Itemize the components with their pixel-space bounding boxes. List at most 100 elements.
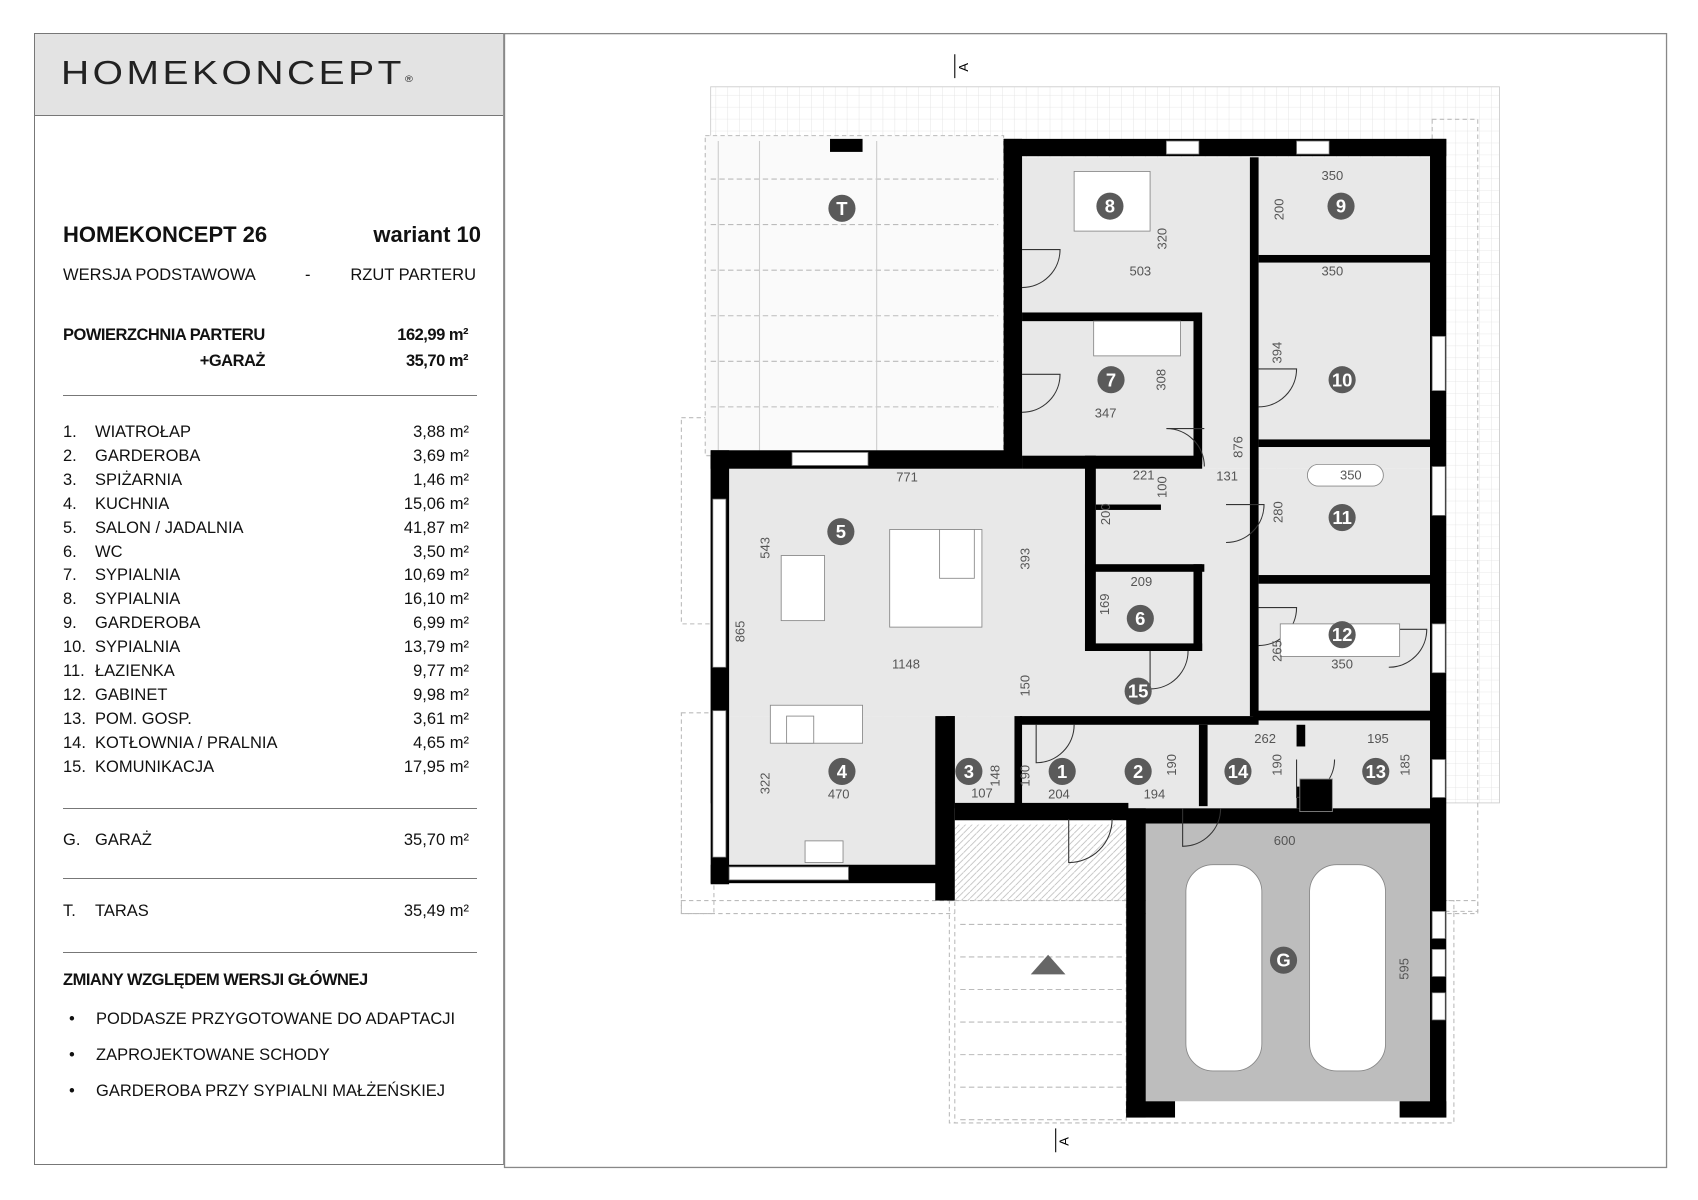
separator: - [305, 266, 311, 284]
door [1258, 368, 1298, 408]
section-markers: A A [954, 54, 1072, 1153]
svg-text:14: 14 [1228, 761, 1249, 782]
svg-text:8: 8 [1105, 196, 1115, 217]
door [1149, 650, 1189, 690]
svg-text:9: 9 [1336, 196, 1346, 217]
window [1431, 759, 1446, 798]
wall [1084, 455, 1096, 651]
door [1226, 503, 1265, 544]
room-row: 13.POM. GOSP.3,61 m² [63, 709, 469, 728]
svg-text:6: 6 [1135, 608, 1145, 629]
furniture [769, 170, 1401, 1072]
window [1431, 911, 1446, 939]
bullet-icon: • [69, 1010, 75, 1028]
svg-text:7: 7 [1106, 369, 1116, 390]
dimension-label: 771 [896, 470, 918, 485]
window [791, 452, 869, 466]
bullet-icon: • [69, 1046, 75, 1064]
dimension-label: 107 [971, 785, 993, 800]
divider [63, 808, 477, 809]
wall [1022, 312, 1202, 322]
dimension-label: 221 [1133, 468, 1155, 483]
dimension-label: 169 [1097, 593, 1112, 615]
section-marker-top: A [956, 63, 971, 72]
dimension-label: 350 [1322, 168, 1344, 183]
ground-area-value: 162,99 m² [397, 326, 468, 344]
dimension-label: 322 [757, 773, 772, 795]
door [1022, 249, 1061, 289]
svg-text:13: 13 [1366, 761, 1387, 782]
project-title: HOMEKONCEPT 26 [63, 222, 268, 247]
wall [1126, 808, 1146, 1118]
garage-area-label: +GARAŻ [199, 352, 266, 370]
driveway [954, 900, 1127, 1124]
project-version: WERSJA PODSTAWOWA [63, 266, 256, 284]
dimension-label: 200 [1272, 199, 1287, 221]
kitchen-counter-icon [769, 704, 863, 744]
section-marker-bottom: A [1057, 1137, 1072, 1146]
wall [1019, 716, 1259, 725]
terrace [704, 135, 1005, 457]
room-number-label: 6 [1126, 604, 1154, 633]
dimension-label: 209 [1131, 574, 1153, 589]
dimension-label: 185 [1397, 754, 1412, 776]
car-icon [1185, 864, 1263, 1072]
room-number-label: 4 [828, 757, 856, 785]
dimension-label: 265 [1269, 640, 1284, 662]
wall [1095, 504, 1161, 510]
window [1431, 466, 1446, 516]
divider [63, 878, 477, 879]
dimension-label: 347 [1095, 406, 1117, 421]
room-number-label: 15 [1124, 677, 1152, 705]
dimension-label: 350 [1331, 656, 1353, 671]
sink-icon [804, 840, 844, 864]
dimension-label: 194 [1144, 787, 1166, 802]
changes-title: ZMIANY WZGLĘDEM WERSJI GŁÓWNEJ [63, 971, 368, 989]
dimension-label: 148 [987, 765, 1002, 787]
bed-icon [1093, 320, 1181, 357]
dimension-label: 1148 [892, 656, 920, 671]
car-icon [1309, 864, 1386, 1072]
wall [1296, 724, 1306, 747]
window [1431, 992, 1446, 1021]
svg-text:1: 1 [1057, 761, 1067, 782]
wall [1128, 808, 1433, 824]
cooktop-icon [786, 715, 815, 744]
change-item: PODDASZE PRZYGOTOWANE DO ADAPTACJI [96, 1010, 456, 1028]
wall [1249, 157, 1259, 717]
dimension-label: 350 [1322, 264, 1344, 279]
wall [1193, 564, 1203, 651]
coffee-table-icon [939, 529, 975, 579]
brand-logo: HOMEKONCEPT® [61, 54, 413, 91]
wall [1258, 439, 1433, 448]
room-number-label: 14 [1224, 757, 1252, 785]
door [1388, 628, 1428, 668]
svg-text:10: 10 [1332, 369, 1353, 390]
door [1022, 373, 1061, 413]
dimension-label: 350 [1340, 468, 1362, 483]
svg-text:12: 12 [1332, 624, 1353, 645]
window [1431, 948, 1446, 977]
wall [1198, 724, 1208, 807]
svg-text:T: T [836, 198, 848, 219]
wall [1258, 254, 1433, 263]
info-panel: HOMEKONCEPT® HOMEKONCEPT 26 wariant 10 W… [34, 33, 504, 1165]
svg-text:4: 4 [837, 761, 848, 782]
change-item: ZAPROJEKTOWANE SCHODY [96, 1046, 330, 1064]
wall [1003, 138, 1447, 157]
room-number-label: 11 [1328, 503, 1356, 532]
window [728, 866, 849, 881]
dimension-label: 595 [1396, 958, 1411, 980]
dimension-label: 204 [1048, 787, 1070, 802]
dimension-label: 195 [1367, 731, 1389, 746]
svg-text:2: 2 [1133, 761, 1143, 782]
wall [1022, 455, 1203, 469]
project-view: RZUT PARTERU [350, 266, 476, 284]
